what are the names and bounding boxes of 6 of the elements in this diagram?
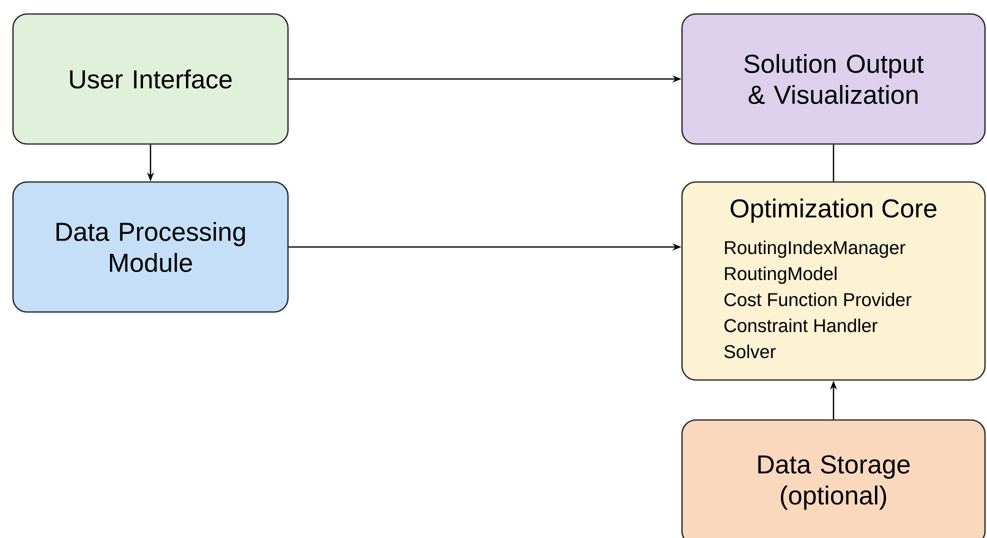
process-box: User Interface	[12, 13, 289, 145]
process-box: Data Processing Module	[12, 181, 289, 313]
connector-line	[832, 144, 834, 182]
process-box: Data Storage (optional)	[681, 419, 986, 538]
process-box: Solution Output & Visualization	[681, 13, 986, 145]
component-box: Optimization Core RoutingIndexManager RoutingModel Cost Function Provider Constraint Handler Solver	[681, 181, 986, 381]
